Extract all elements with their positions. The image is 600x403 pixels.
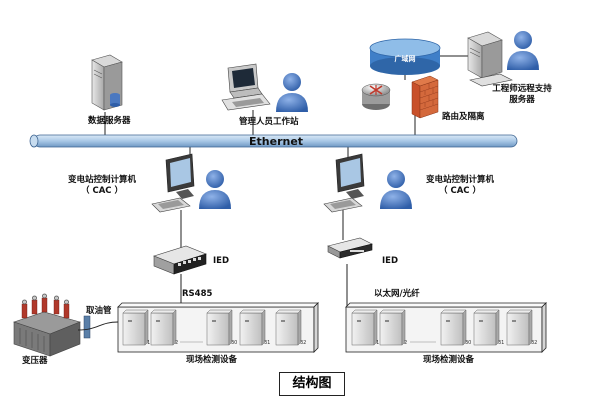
cac-left-computer-icon (151, 153, 195, 213)
rack-number-right-30: 30 (465, 340, 471, 346)
cabinet-left-32 (275, 309, 302, 346)
field-devices-left-group: 1 2 30 31 32 (117, 302, 319, 353)
rack-number-left-32: 32 (300, 340, 306, 346)
cabinet-left-30 (206, 309, 233, 346)
transformer-label: 变压器 (22, 356, 48, 366)
field-devices-left-label: 现场检测设备 (186, 355, 238, 365)
ethernet-fiber-label: 以太网/光纤 (374, 289, 420, 299)
cac-right-computer-icon (323, 153, 365, 213)
management-workstation-label: 管理人员工作站 (239, 117, 299, 127)
firewall-icon (411, 75, 439, 119)
ethernet-label: Ethernet (249, 135, 304, 148)
rack-number-left-2: 2 (175, 340, 178, 346)
cac-left-label-line1: 变电站控制计算机 (67, 175, 136, 185)
cabinet-left-1 (122, 309, 149, 346)
rack-number-right-32: 32 (531, 340, 537, 346)
field-devices-right-label: 现场检测设备 (423, 355, 475, 365)
cabinet-right-30 (440, 309, 467, 346)
wan-cloud-icon (369, 38, 441, 75)
data-server-icon (91, 54, 123, 111)
cac-right-label-line1: 变电站控制计算机 (425, 175, 494, 185)
cabinet-right-31 (473, 309, 500, 346)
rack-number-left-30: 30 (231, 340, 237, 346)
cac-left-person-icon (199, 170, 231, 209)
rack-number-right-31: 31 (498, 340, 504, 346)
ied-left-label: IED (213, 256, 230, 266)
rs485-label: RS485 (182, 289, 213, 299)
ied-right-device-icon (327, 237, 373, 259)
rack-number-right-1: 1 (376, 340, 379, 346)
engineer-server-icon (467, 31, 513, 87)
rack-number-left-1: 1 (147, 340, 150, 346)
ied-right-label: IED (382, 256, 399, 266)
transformer-icon (13, 293, 91, 357)
cabinet-right-2 (379, 309, 406, 346)
engineer-server-label: 工程师远程支持 服务器 (490, 84, 554, 106)
cac-right-label-line2: （ CAC ） (439, 186, 481, 196)
cabinet-right-1 (351, 309, 378, 346)
ied-left-device-icon (153, 245, 207, 275)
router-firewall-label: 路由及隔离 (442, 112, 485, 122)
rack-number-right-2: 2 (404, 340, 407, 346)
wan-label: 广域网 (395, 54, 416, 63)
diagram-caption: 结构图 (279, 372, 345, 396)
engineer-person-icon (507, 31, 539, 70)
management-workstation-icon (221, 63, 271, 111)
cabinet-left-31 (239, 309, 266, 346)
manager-person-icon (276, 73, 308, 112)
field-devices-right-group: 1 2 30 31 32 (345, 302, 547, 353)
data-server-label: 数据服务器 (88, 116, 131, 126)
rack-number-left-31: 31 (264, 340, 270, 346)
ethernet-bus (29, 134, 518, 148)
engineer-server-label-line2: 服务器 (509, 95, 535, 105)
cabinet-right-32 (506, 309, 533, 346)
oil-pipe-label: 取油管 (86, 306, 112, 316)
router-icon (361, 83, 391, 110)
cabinet-left-2 (150, 309, 177, 346)
oil-pipe-line (77, 321, 119, 331)
cac-left-label-line2: （ CAC ） (81, 186, 123, 196)
engineer-server-label-line1: 工程师远程支持 (492, 84, 552, 94)
cac-left-label: 变电站控制计算机 （ CAC ） (58, 175, 146, 197)
cac-right-label: 变电站控制计算机 （ CAC ） (416, 175, 504, 197)
cac-right-person-icon (380, 170, 412, 209)
